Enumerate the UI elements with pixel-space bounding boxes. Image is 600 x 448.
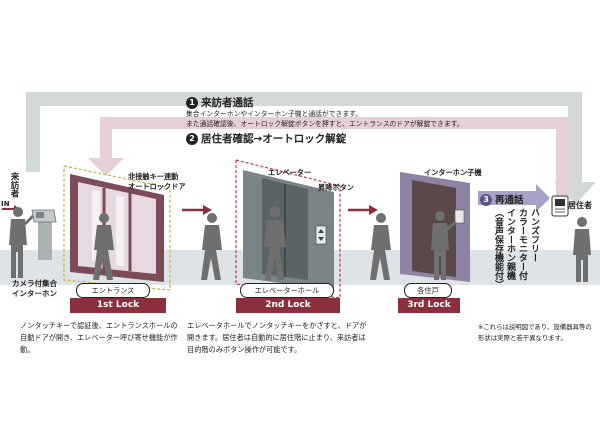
zone-pill-elevator: エレベーターホール	[240, 283, 334, 298]
monitor-icon	[551, 195, 569, 217]
resident-at-door-icon	[431, 211, 457, 280]
walking-person-icon-4	[370, 213, 391, 280]
entrance-description: ノンタッチキーで認証後、エントランスホールの自動ドアが開き、エレベーター呼び寄せ…	[20, 321, 178, 354]
lock-bar-3: 3rd Lock	[398, 298, 460, 313]
progress-arrow-1	[182, 205, 212, 215]
elevator-call-button	[315, 225, 327, 245]
disclaimer-note: ※これらは説明図であり、設備器具等の形状は実際と若干異なります。	[478, 323, 592, 342]
unit-annotation: インターホン子機	[424, 168, 482, 177]
intercom-label: カメラ付集合 インターホン	[12, 279, 57, 298]
entrance-dashed-area	[63, 165, 171, 291]
step3-arrow	[478, 184, 550, 212]
elevator-description: エレベータホールでノンタッチキーをかざすと、ドアが開きます。居住者は自動的に居住…	[187, 321, 367, 354]
walking-person-icon-2	[201, 213, 222, 280]
entrance-annotation: 非接触キー連動 オートロックドア	[128, 172, 186, 191]
elevator-dashed-area	[235, 159, 341, 299]
step1-flow-band	[26, 92, 596, 205]
unit-intercom	[454, 209, 465, 224]
lock-bar-2: 2nd Lock	[236, 298, 340, 313]
elevator-annotation-2: 昇降ボタン	[318, 183, 354, 192]
elevator-annotation-1: エレベーター	[268, 168, 312, 177]
visitor-person-icon	[9, 207, 35, 278]
step1-line2: また通話確認後、オートロック解錠ボタンを押すと、エントランスのドアが解錠できます…	[186, 120, 464, 128]
walking-person-icon-3	[264, 206, 286, 280]
handsfree-monitor-label: ハンズフリー カラーモニター付 インターホン親機 （音声保存機能付）	[493, 208, 539, 289]
visitor-label: 来訪者	[9, 172, 19, 198]
lock-bar-1: 1st Lock	[70, 298, 166, 313]
in-label: IN	[1, 200, 10, 208]
resident-person-icon	[573, 217, 591, 282]
resident-label: 居住者	[568, 201, 592, 210]
step1-line1: 集合インターホンやインターホン子機と通話ができます。	[186, 110, 363, 118]
zone-pill-unit: 各住戸	[404, 283, 452, 298]
zone-pill-entrance: エントランス	[76, 283, 150, 298]
intercom-stand-icon	[31, 209, 57, 260]
walking-person-icon	[93, 213, 114, 280]
progress-arrow-2	[348, 205, 378, 215]
step2-flow-band	[88, 117, 568, 196]
